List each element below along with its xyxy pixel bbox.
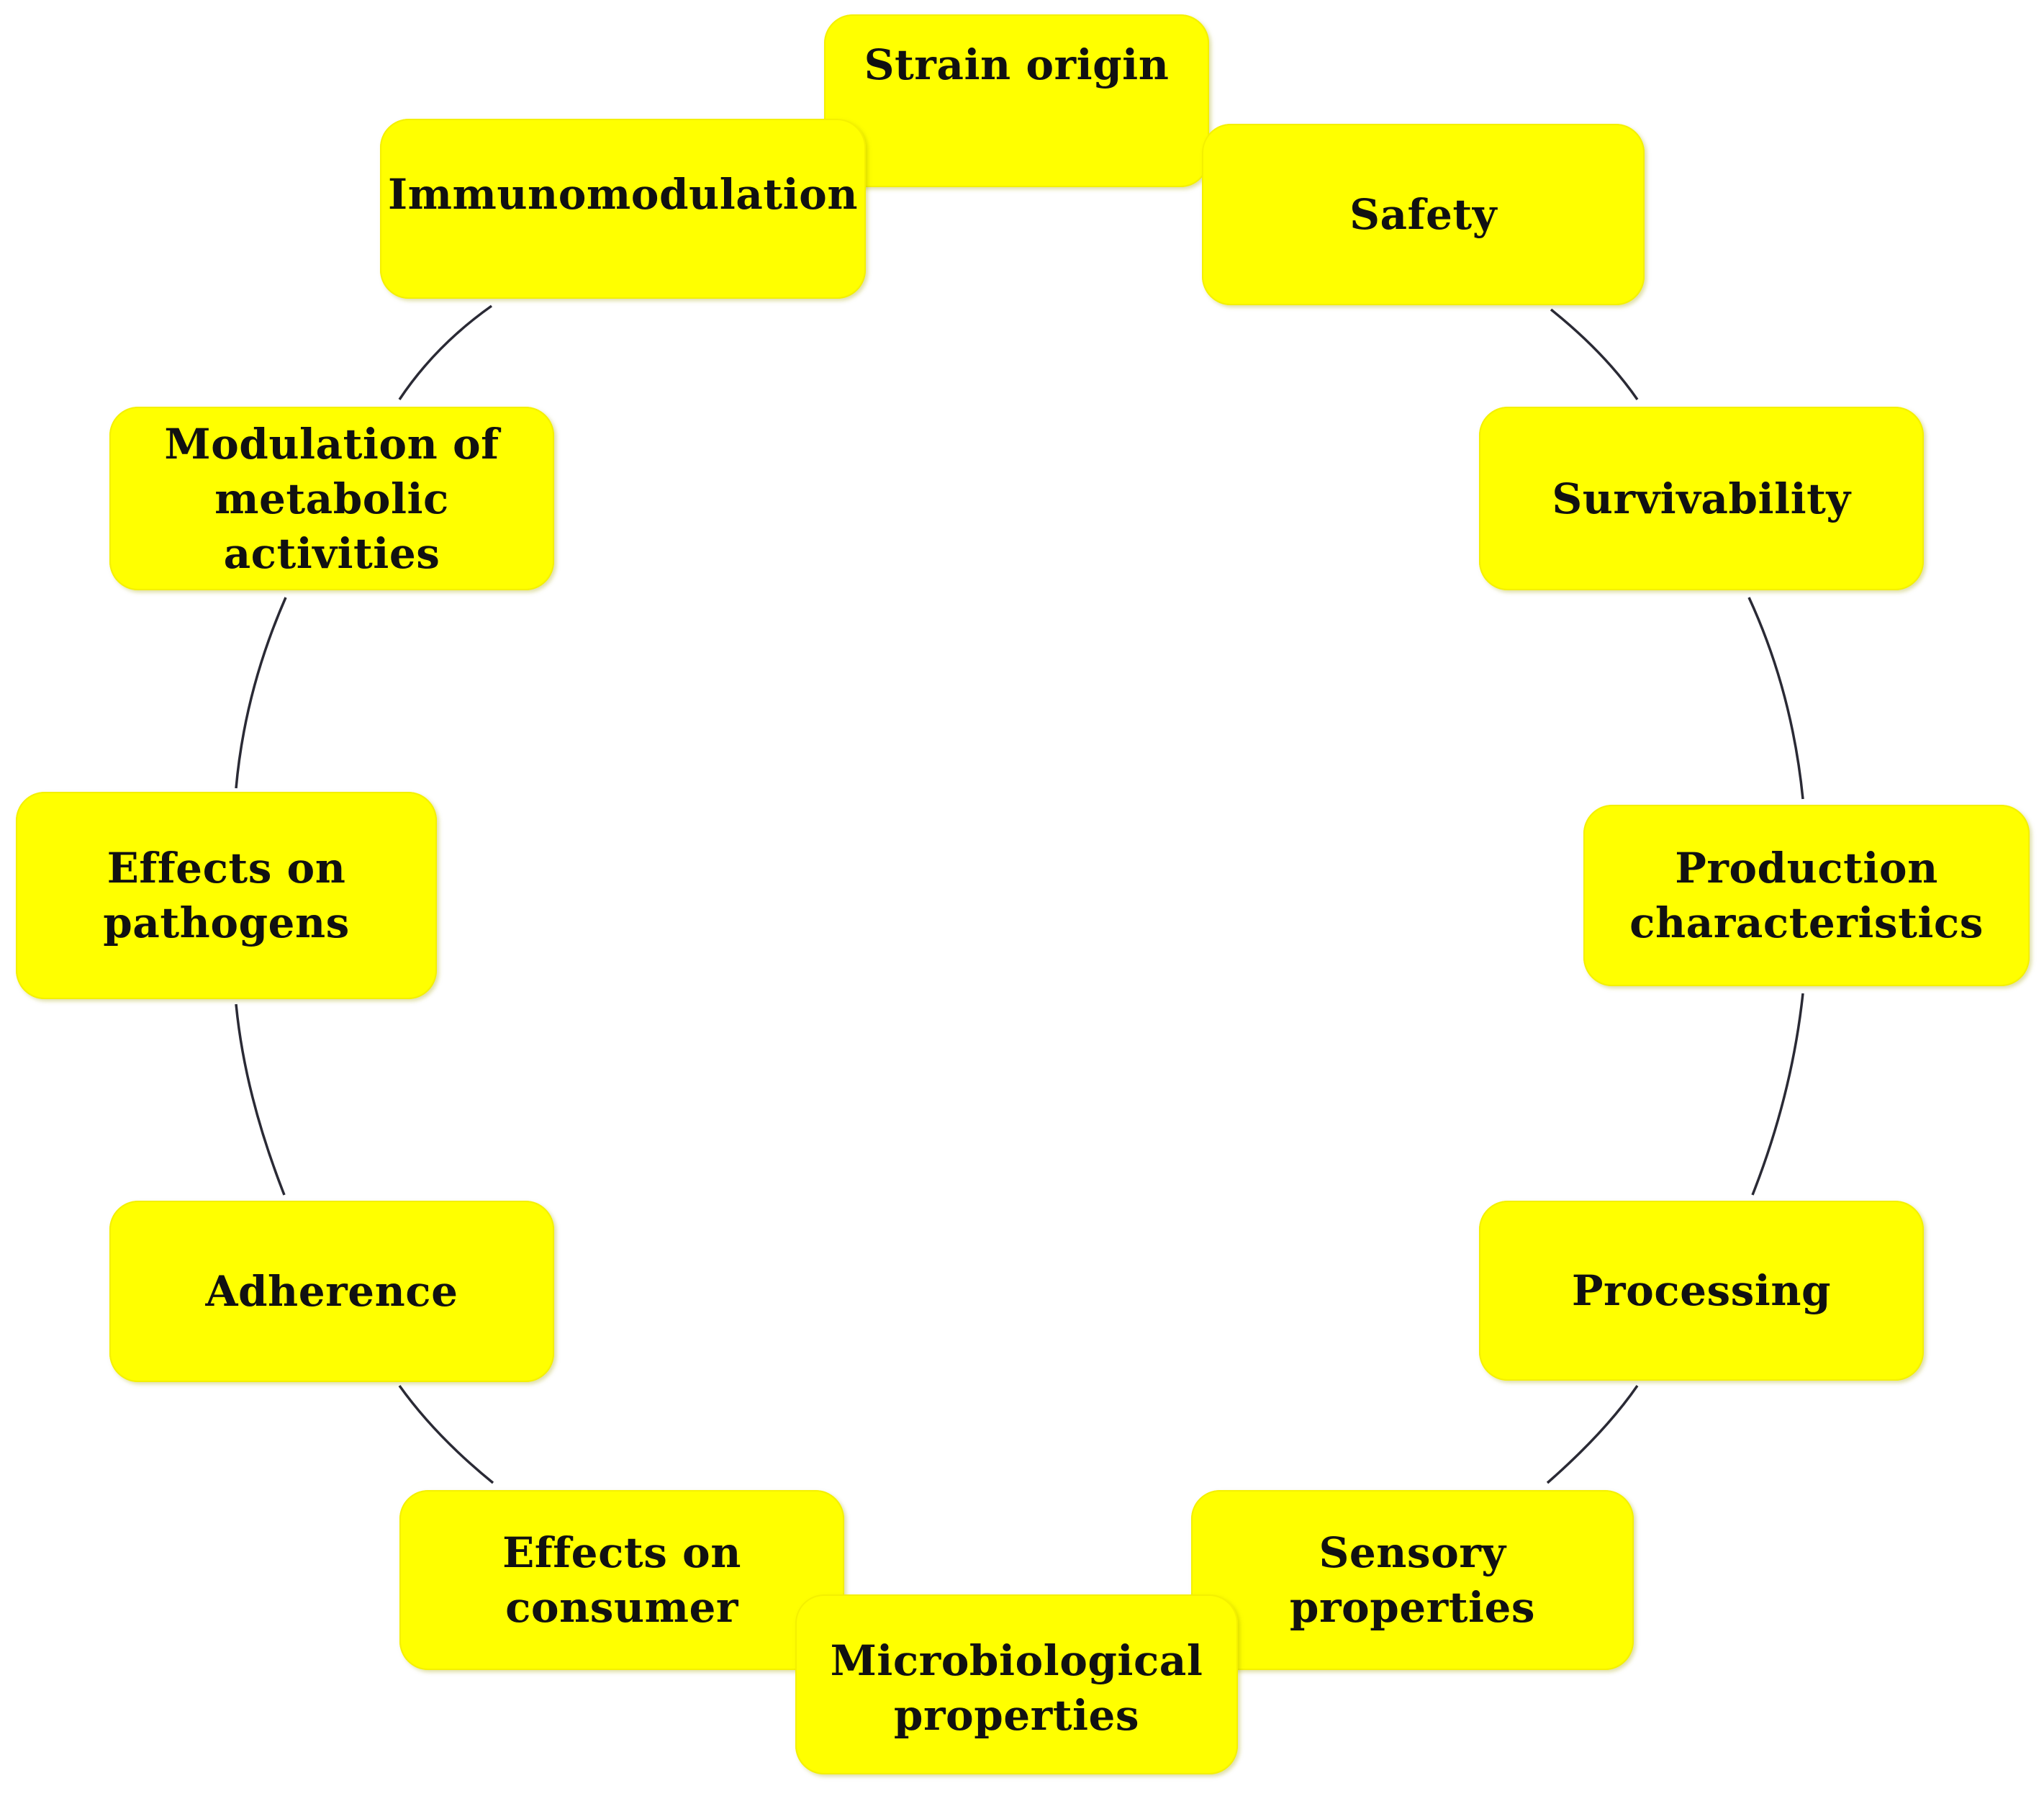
node-label: Microbiological properties: [830, 1636, 1203, 1740]
node-sensory-properties: Sensory properties: [1191, 1490, 1634, 1670]
connector-arc: [1751, 993, 1804, 1196]
node-survivability: Survivability: [1479, 407, 1924, 590]
node-safety: Safety: [1202, 124, 1645, 305]
node-label: Production characteristics: [1629, 844, 1984, 947]
node-modulation-of-metabolic-activities: Modulation of metabolic activities: [109, 407, 554, 590]
node-processing: Processing: [1479, 1201, 1924, 1381]
connector-arc: [1550, 308, 1639, 400]
connector-arc: [398, 304, 493, 400]
node-effects-on-pathogens: Effects on pathogens: [16, 792, 437, 999]
node-adherence: Adherence: [109, 1201, 554, 1382]
node-label: Modulation of metabolic activities: [164, 419, 499, 578]
connector-arc: [398, 1384, 494, 1484]
node-strain-origin: Strain origin: [824, 14, 1209, 187]
node-label: Effects on consumer: [502, 1528, 741, 1632]
connector-arc: [235, 1003, 286, 1196]
node-label: Effects on pathogens: [103, 844, 350, 947]
node-effects-on-consumer: Effects on consumer: [399, 1490, 844, 1670]
node-immunomodulation: Immunomodulation: [380, 119, 866, 299]
connector-arc: [1546, 1385, 1639, 1484]
node-label: Safety: [1349, 190, 1497, 239]
connector-arc: [1747, 597, 1804, 800]
node-label: Processing: [1571, 1266, 1832, 1315]
node-label: Survivability: [1552, 474, 1851, 523]
node-label: Sensory properties: [1289, 1528, 1536, 1632]
node-production-characteristics: Production characteristics: [1583, 805, 2030, 986]
node-microbiological-properties: Microbiological properties: [795, 1594, 1238, 1774]
node-label: Strain origin: [864, 40, 1170, 89]
connector-arc: [235, 597, 287, 789]
node-label: Immunomodulation: [388, 170, 858, 219]
node-label: Adherence: [205, 1267, 458, 1316]
